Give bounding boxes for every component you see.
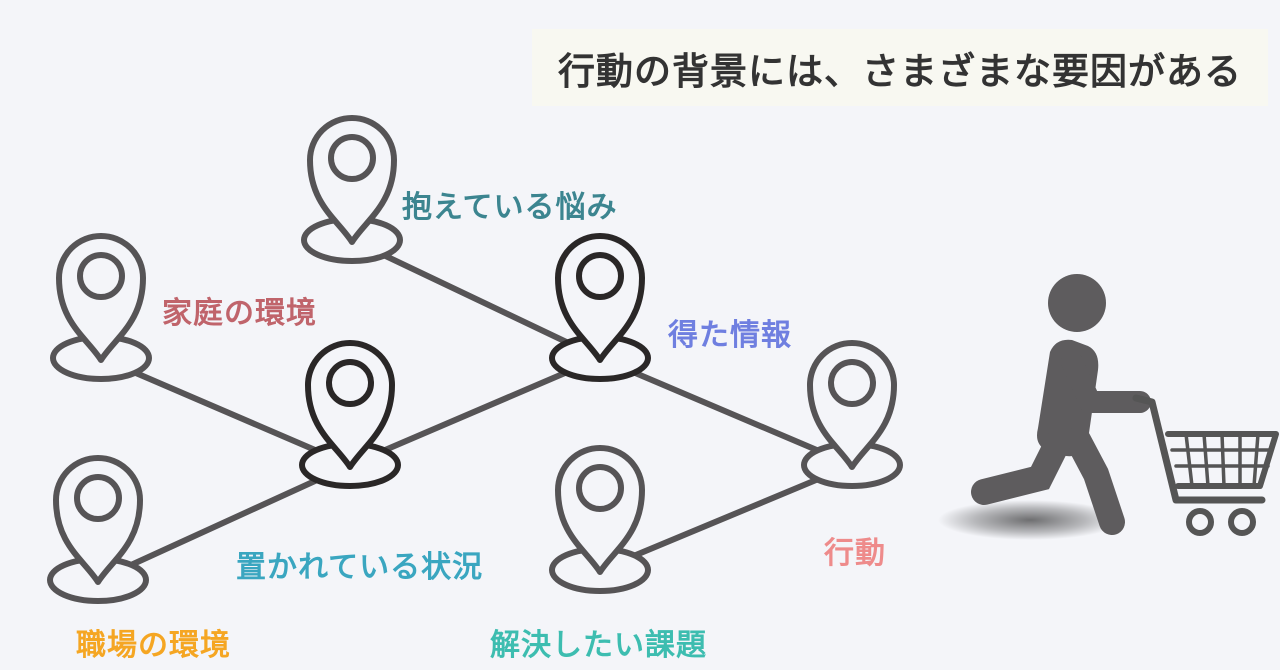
person-with-cart-icon [938,274,1279,540]
label-home-environment: 家庭の環境 [162,296,317,331]
connector-issues-to-solve-to-action [597,462,855,573]
obtained-info-pin-icon [549,233,651,382]
title-banner: 行動の背景には、さまざまな要因がある [532,29,1268,106]
home-environment-pin-icon [50,233,152,382]
issues-to-solve-pin-icon [549,445,651,594]
shopping-cart-icon [1132,394,1279,536]
connector-hidden-worries-to-obtained-info [349,237,603,361]
map-pins [47,115,903,604]
person-shadow [938,500,1122,540]
connection-lines [95,237,855,583]
connector-workplace-environment-to-current-situation [95,462,353,583]
connector-current-situation-to-obtained-info [347,355,603,468]
person-limbs [971,351,1151,535]
connector-obtained-info-to-action [597,355,855,468]
label-current-situation: 置かれている状況 [236,550,484,585]
action-pin-icon [801,340,903,489]
label-obtained-info: 得た情報 [668,318,792,353]
hidden-worries-pin-icon [301,115,403,264]
label-workplace-environment: 職場の環境 [76,628,231,663]
label-hidden-worries: 抱えている悩み [402,190,618,225]
page-title: 行動の背景には、さまざまな要因がある [558,49,1242,93]
person-head [1048,274,1106,332]
workplace-environment-pin-icon [47,455,149,604]
label-issues-to-solve: 解決したい課題 [490,628,707,663]
current-situation-pin-icon [299,340,401,489]
label-action: 行動 [824,536,886,571]
connector-home-environment-to-current-situation [98,355,353,468]
